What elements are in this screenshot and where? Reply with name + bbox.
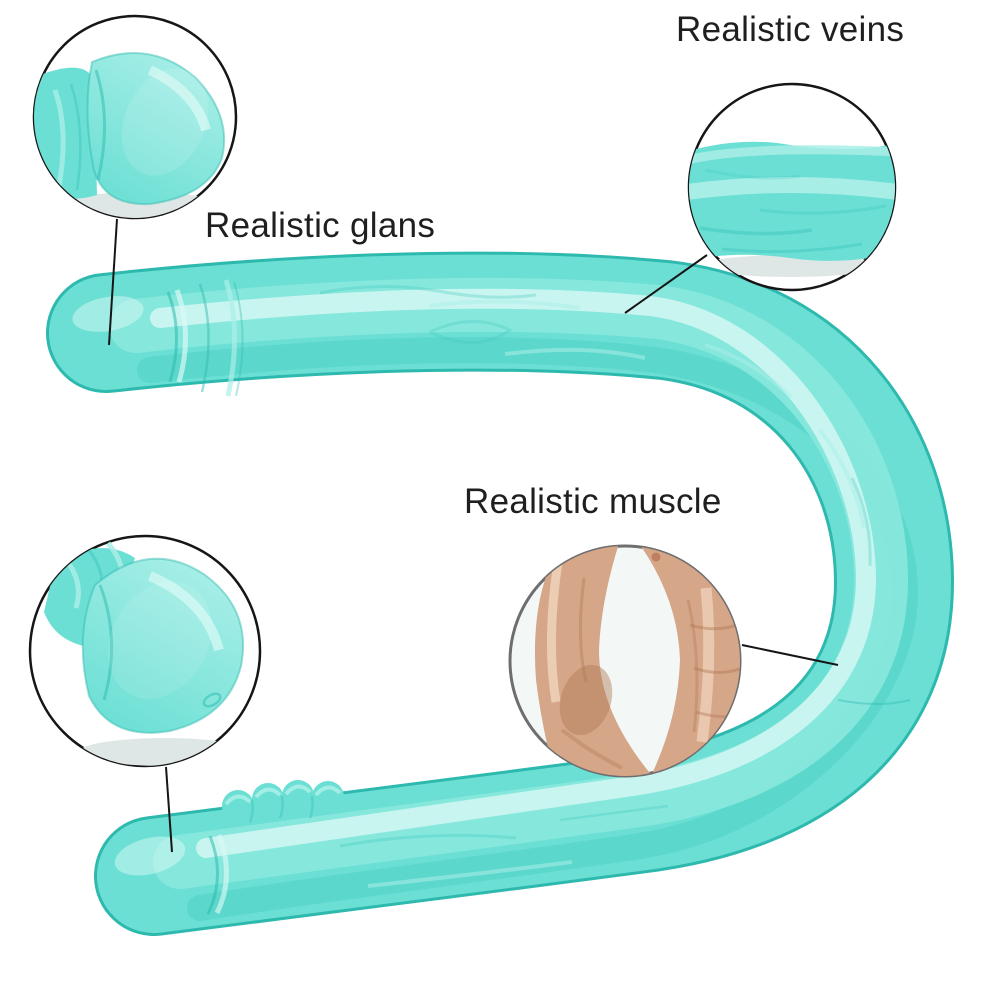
double-ended-product [46,251,955,936]
leader-line-glans [108,218,118,346]
nipple-detail [651,552,661,562]
glans-detail-content [34,52,226,218]
veins-detail-content [689,141,895,277]
muscle-photo-circle [508,544,742,778]
top-tip-glans [72,279,244,397]
tip-detail-content [44,541,251,766]
label-realistic-muscle: Realistic muscle [464,482,722,521]
leader-line-tip [165,766,173,853]
bottom-tip-glans [114,780,344,915]
muscle-photo-content [534,546,740,776]
tip-detail-circle [28,534,262,768]
glans-detail-circle [32,14,238,220]
label-realistic-veins: Realistic veins [676,10,905,49]
leader-lines [108,218,839,853]
product-highlight [150,288,877,858]
label-realistic-glans: Realistic glans [205,206,436,245]
arm-photo [534,546,655,776]
leader-line-muscle [741,644,839,666]
leader-line-veins [624,254,708,314]
veins-detail-circle [687,82,897,292]
vein-texture [319,284,911,888]
torso-photo [638,546,740,776]
